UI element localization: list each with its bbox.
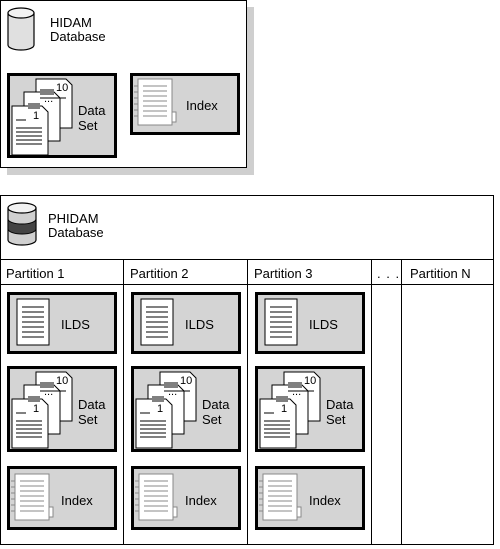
page-number-1: 1 xyxy=(281,403,288,415)
ilds-label: ILDS xyxy=(185,317,214,332)
partition-n-header: Partition N xyxy=(410,266,471,281)
database-cylinder-partitioned-icon xyxy=(7,202,37,246)
page-number-ellipsis: ... xyxy=(44,386,54,398)
dataset-pages-icon xyxy=(259,371,321,449)
partition-divider xyxy=(401,259,402,545)
index-label: Index xyxy=(61,493,93,508)
hidam-dataset-label-line1: Data xyxy=(78,103,106,118)
partition-ellipsis: . . . xyxy=(377,266,401,281)
dataset-label-line1: Data xyxy=(78,397,106,412)
page-number-1: 1 xyxy=(33,403,40,415)
page-number-10: 10 xyxy=(180,375,193,387)
phidam-title-line2: Database xyxy=(48,225,104,240)
hidam-index-label: Index xyxy=(186,98,218,113)
dataset-label-line2: Set xyxy=(326,412,346,427)
partition-2-header: Partition 2 xyxy=(130,266,189,281)
page-number-10: 10 xyxy=(304,375,317,387)
hidam-dataset-label-line2: Set xyxy=(78,118,98,133)
dataset-label-line1: Data xyxy=(202,397,230,412)
dataset-label-line1: Data xyxy=(326,397,354,412)
dataset-pages-icon xyxy=(135,371,197,449)
dataset-label-line2: Set xyxy=(78,412,98,427)
page-number-10: 10 xyxy=(56,82,69,94)
index-document-icon xyxy=(134,78,177,126)
ilds-document-icon xyxy=(16,298,50,346)
dataset-pages-icon xyxy=(11,371,73,449)
partition-3-header: Partition 3 xyxy=(254,266,313,281)
page-number-ellipsis: ... xyxy=(292,386,302,398)
page-number-ellipsis: ... xyxy=(168,386,178,398)
ilds-label: ILDS xyxy=(309,317,338,332)
phidam-title-line1: PHIDAM xyxy=(48,211,99,226)
hidam-title-line2: Database xyxy=(50,29,106,44)
index-label: Index xyxy=(185,493,217,508)
page-number-1: 1 xyxy=(157,403,164,415)
ilds-document-icon xyxy=(264,298,298,346)
index-document-icon xyxy=(11,473,54,521)
partition-divider xyxy=(123,259,124,545)
index-label: Index xyxy=(309,493,341,508)
index-document-icon xyxy=(259,473,302,521)
index-document-icon xyxy=(135,473,178,521)
dataset-pages-icon xyxy=(11,78,73,156)
page-number-10: 10 xyxy=(56,375,69,387)
page-number-ellipsis: ... xyxy=(44,93,54,105)
partition-1-header: Partition 1 xyxy=(6,266,65,281)
page-number-1: 1 xyxy=(33,110,40,122)
ilds-document-icon xyxy=(140,298,174,346)
ilds-label: ILDS xyxy=(61,317,90,332)
hidam-title-line1: HIDAM xyxy=(50,15,92,30)
dataset-label-line2: Set xyxy=(202,412,222,427)
database-cylinder-icon xyxy=(7,7,35,51)
partition-divider xyxy=(371,259,372,545)
partition-divider xyxy=(247,259,248,545)
